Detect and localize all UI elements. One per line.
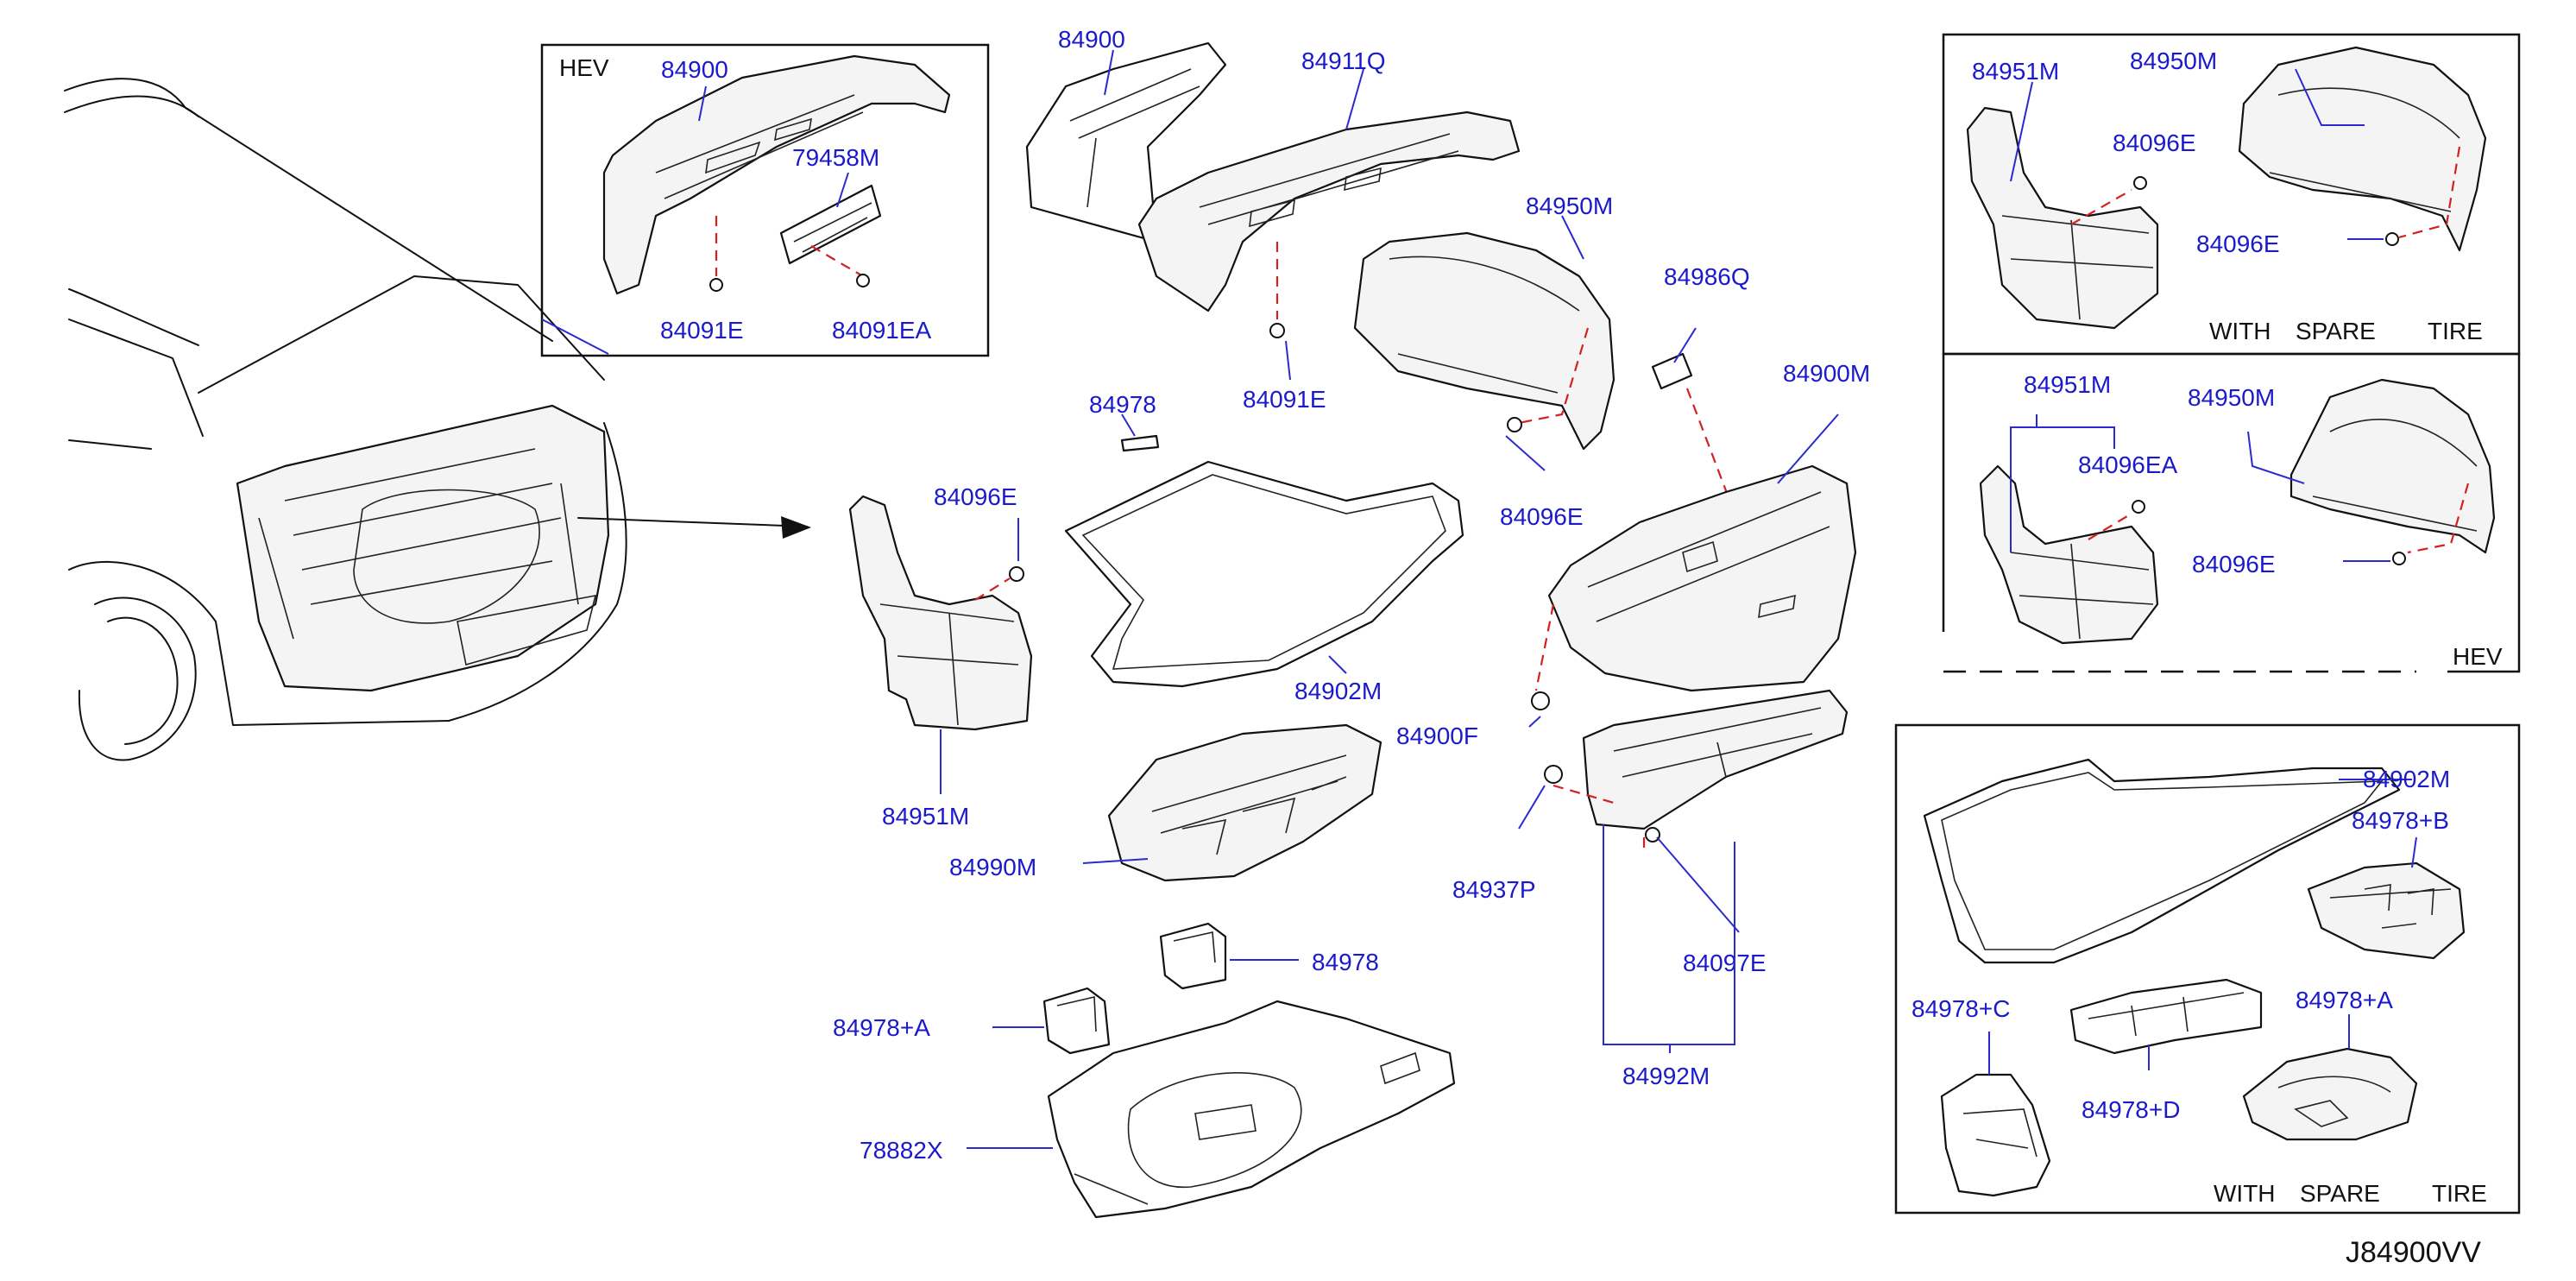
callout-br-84978b: 84978+B xyxy=(2352,807,2449,834)
trunk-floor-group: 84978 84902M 84990M xyxy=(949,391,1464,882)
hev-inset: HEV 84900 79458M 84091E 84091EA xyxy=(540,43,990,357)
callout-mr-84096ea: 84096EA xyxy=(2078,451,2178,478)
callout-84091e: 84091E xyxy=(1243,386,1326,413)
parcel-shelf-group: 84900 84911Q 84091E xyxy=(1025,26,1521,413)
callout-84978-top: 84978 xyxy=(1089,391,1156,418)
callout-hev-84091e: 84091E xyxy=(660,317,744,344)
callout-84900: 84900 xyxy=(1058,26,1125,53)
callout-78882x: 78882X xyxy=(860,1137,943,1164)
tr-note-tire: TIRE xyxy=(2428,318,2483,344)
callout-84902m: 84902M xyxy=(1294,678,1382,704)
callout-84096e-left: 84096E xyxy=(934,483,1017,510)
callout-mr-84951m: 84951M xyxy=(2024,371,2111,398)
vehicle-outline xyxy=(64,78,811,761)
callout-tr-84951m: 84951M xyxy=(1972,58,2059,85)
bottom-right-inset: 84902M 84978+B 84978+D 84978+C 84978+A W… xyxy=(1894,723,2521,1215)
top-right-inset: 84951M 84096E 84950M 84096E WITH SPARE T… xyxy=(1942,33,2521,356)
callout-hev-84900: 84900 xyxy=(661,56,728,83)
br-note-with: WITH xyxy=(2214,1180,2276,1207)
mid-right-inset: 84951M 84096EA 84950M 84096E HEV xyxy=(1942,352,2521,673)
callout-84900m: 84900M xyxy=(1783,360,1870,387)
trunk-lid-finisher-group: 84900M 84900F xyxy=(1396,360,1870,749)
storage-floor-group: 84978 84978+A 78882X xyxy=(833,922,1456,1219)
callout-mr-84096e: 84096E xyxy=(2192,551,2276,577)
callout-hev-84091ea: 84091EA xyxy=(832,317,932,344)
tr-note-spare: SPARE xyxy=(2296,318,2376,344)
callout-84911q: 84911Q xyxy=(1301,47,1386,74)
rear-trim-panel-group: 84937P 84097E 84992M xyxy=(1452,689,1849,1089)
callout-br-84902m: 84902M xyxy=(2363,766,2450,792)
callout-tr-84096e-a: 84096E xyxy=(2113,129,2196,156)
tr-note-with: WITH xyxy=(2209,318,2271,344)
callout-hev-79458m: 79458M xyxy=(792,144,879,171)
callout-84986q: 84986Q xyxy=(1664,263,1750,290)
callout-84978a: 84978+A xyxy=(833,1014,930,1041)
callout-84950m: 84950M xyxy=(1526,192,1613,219)
callout-84992m: 84992M xyxy=(1622,1063,1710,1089)
callout-84097e: 84097E xyxy=(1683,950,1767,976)
callout-84900f: 84900F xyxy=(1396,723,1478,749)
callout-84951m: 84951M xyxy=(882,803,969,830)
callout-84990m: 84990M xyxy=(949,854,1036,880)
callout-br-84978a: 84978+A xyxy=(2296,987,2393,1013)
br-note-tire: TIRE xyxy=(2432,1180,2487,1207)
callout-mr-84950m: 84950M xyxy=(2188,384,2275,411)
callout-tr-84950m: 84950M xyxy=(2130,47,2217,74)
callout-br-84978c: 84978+C xyxy=(1912,995,2010,1022)
callout-br-84978d: 84978+D xyxy=(2082,1096,2180,1123)
trunk-side-finisher-group: 84950M 84096E 84986Q xyxy=(1353,192,1771,605)
callout-84937p: 84937P xyxy=(1452,876,1536,903)
hev-inset-label: HEV xyxy=(559,54,609,81)
callout-84096e-mid: 84096E xyxy=(1500,503,1584,530)
mr-hev-label: HEV xyxy=(2453,643,2503,670)
diagram-code: J84900VV xyxy=(2346,1236,2481,1269)
callout-84978-mid: 84978 xyxy=(1312,949,1379,975)
callout-tr-84096e-b: 84096E xyxy=(2196,230,2280,257)
left-side-finisher-group: 84096E 84951M xyxy=(848,483,1033,830)
br-note-spare: SPARE xyxy=(2300,1180,2380,1207)
